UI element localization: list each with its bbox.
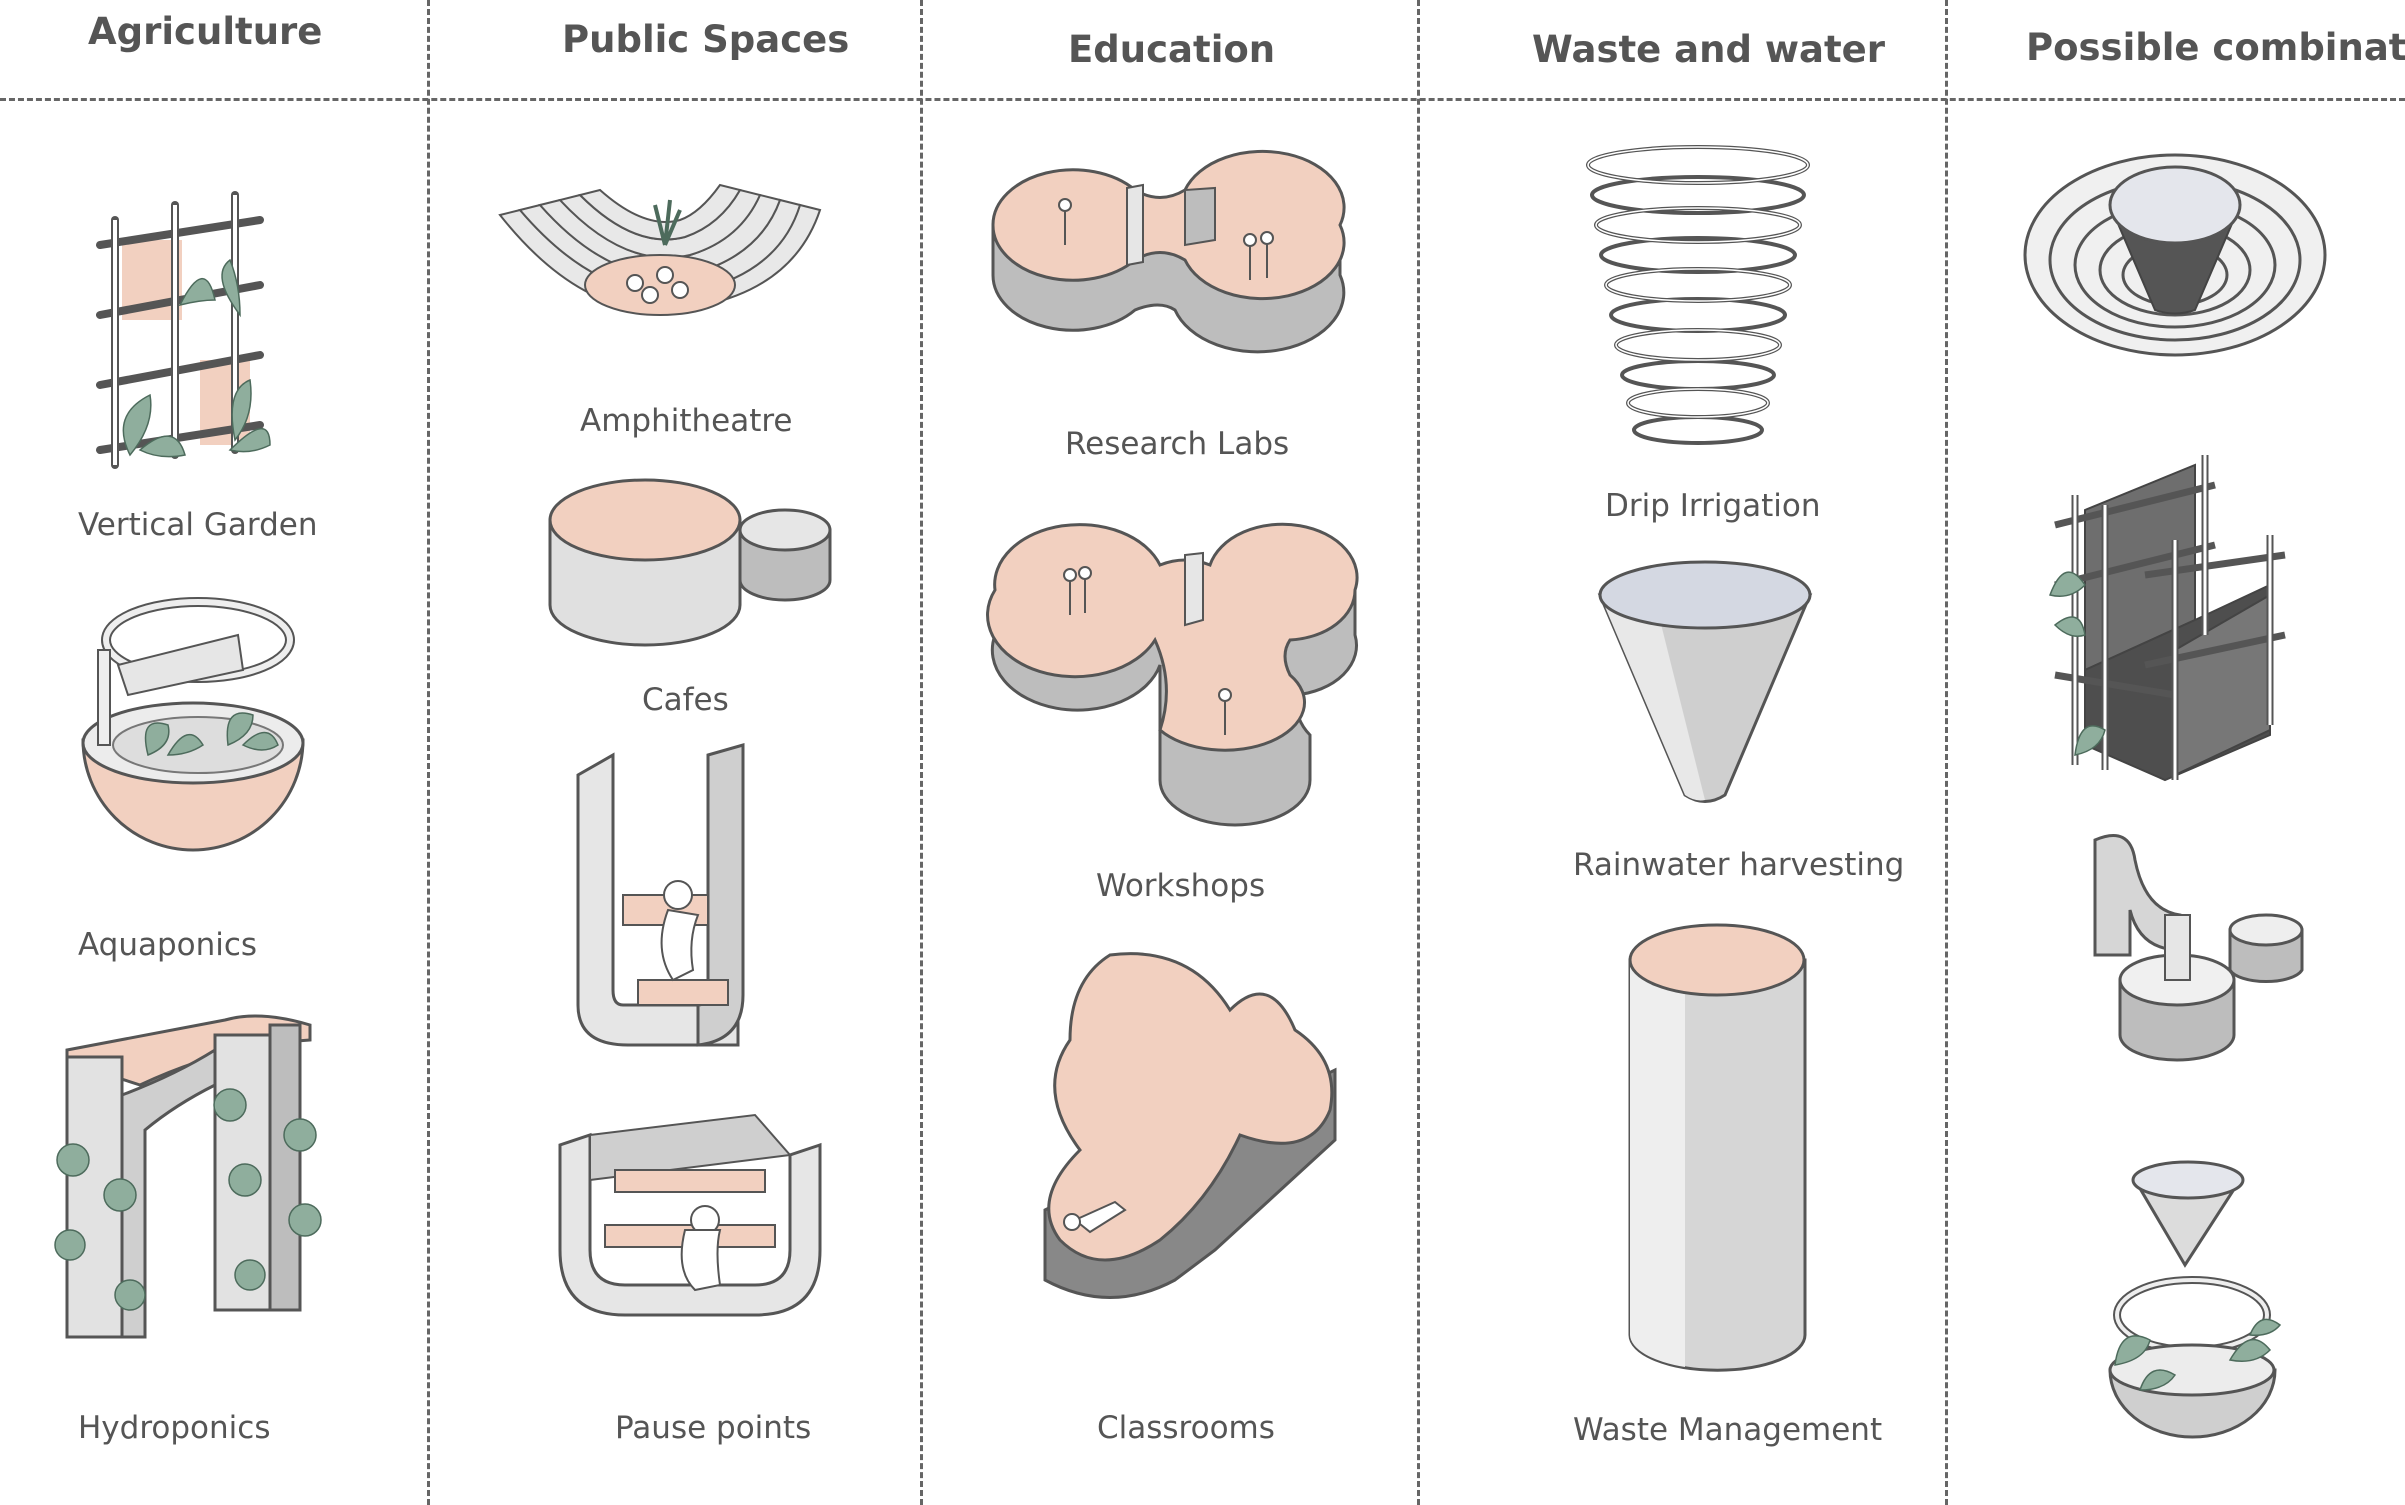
drip-irrigation-illustration [1586, 145, 1810, 445]
combination-seat-table-illustration [2093, 834, 2304, 1062]
rainwater-harvesting-illustration [1597, 560, 1813, 803]
research-labs-illustration [991, 149, 1346, 354]
column-title-waste-water: Waste and water [1532, 28, 1885, 71]
label-aquaponics: Aquaponics [78, 927, 258, 963]
workshops-illustration [986, 522, 1359, 827]
label-research-labs: Research Labs [1065, 426, 1290, 462]
classrooms-illustration [1043, 952, 1337, 1299]
combination-frame-box-illustration [2049, 455, 2286, 782]
combination-aquaponics-cone-illustration [2108, 1160, 2282, 1439]
column-title-agriculture: Agriculture [88, 10, 323, 53]
label-cafes: Cafes [642, 682, 729, 718]
column-divider [1945, 0, 1948, 1505]
header-divider [0, 98, 2405, 101]
label-vertical-garden: Vertical Garden [78, 507, 318, 543]
vertical-garden-illustration [96, 191, 271, 469]
label-rainwater-harvesting: Rainwater harvesting [1573, 847, 1905, 883]
label-drip-irrigation: Drip Irrigation [1605, 488, 1821, 524]
label-workshops: Workshops [1096, 868, 1266, 904]
label-pause-points: Pause points [615, 1410, 812, 1446]
label-waste-management: Waste Management [1573, 1412, 1883, 1448]
label-amphitheatre: Amphitheatre [580, 403, 793, 439]
column-divider [427, 0, 430, 1505]
cafes-illustration [548, 478, 832, 647]
aquaponics-illustration [81, 597, 305, 852]
hydroponics-illustration [54, 1014, 322, 1339]
column-divider [1417, 0, 1420, 1505]
label-hydroponics: Hydroponics [78, 1410, 271, 1446]
label-classrooms: Classrooms [1097, 1410, 1275, 1446]
pause-point-bench-illustration [558, 1113, 822, 1317]
amphitheatre-illustration [498, 183, 822, 316]
column-title-education: Education [1068, 28, 1276, 71]
column-divider [920, 0, 923, 1505]
waste-management-illustration [1628, 923, 1807, 1372]
pause-point-booth-illustration [576, 743, 745, 1047]
column-title-public-spaces: Public Spaces [562, 18, 850, 61]
column-title-combinations: Possible combinations [2026, 26, 2405, 69]
combination-amphitheatre-cone-illustration [2023, 153, 2327, 357]
